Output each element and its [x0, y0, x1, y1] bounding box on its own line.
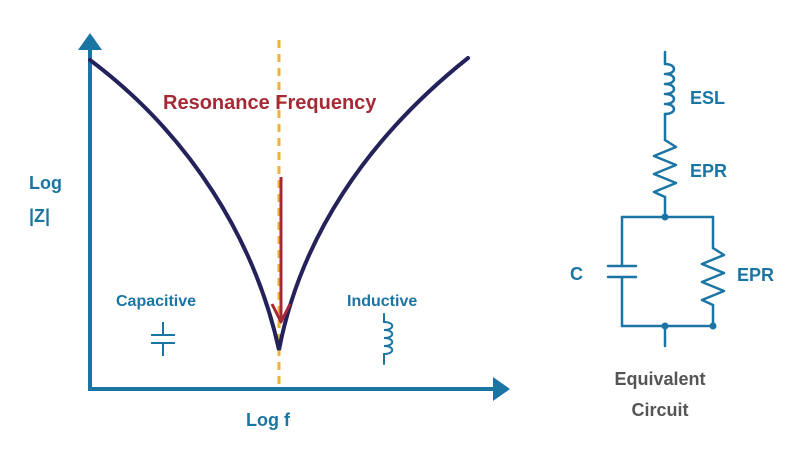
capacitor-icon [151, 322, 175, 356]
inductive-label: Inductive [347, 293, 417, 310]
circuit-title-line2: Circuit [631, 400, 688, 420]
x-axis-label: Log f [246, 410, 291, 430]
esl-inductor-icon [663, 62, 676, 116]
circuit-title-line1: Equivalent [614, 369, 705, 389]
esl-label: ESL [690, 88, 725, 108]
epr-series-label: EPR [690, 161, 727, 181]
y-axis-arrowhead [78, 33, 102, 50]
resonance-frequency-label: Resonance Frequency [163, 92, 377, 114]
impedance-curve [88, 56, 470, 351]
plot-axes [78, 33, 510, 401]
capacitive-label: Capacitive [116, 293, 196, 310]
epr-series-resistor-icon [652, 138, 678, 199]
circuit-nodes [661, 213, 717, 330]
epr-parallel-resistor-icon [700, 246, 726, 307]
y-axis-label-log: Log [29, 173, 62, 193]
y-axis-label-z: |Z| [29, 206, 50, 226]
x-axis-arrowhead [493, 377, 510, 401]
resonance-arrowhead [270, 303, 292, 324]
inductor-icon [383, 313, 394, 365]
epr-parallel-label: EPR [737, 265, 774, 285]
c-label: C [570, 264, 583, 284]
